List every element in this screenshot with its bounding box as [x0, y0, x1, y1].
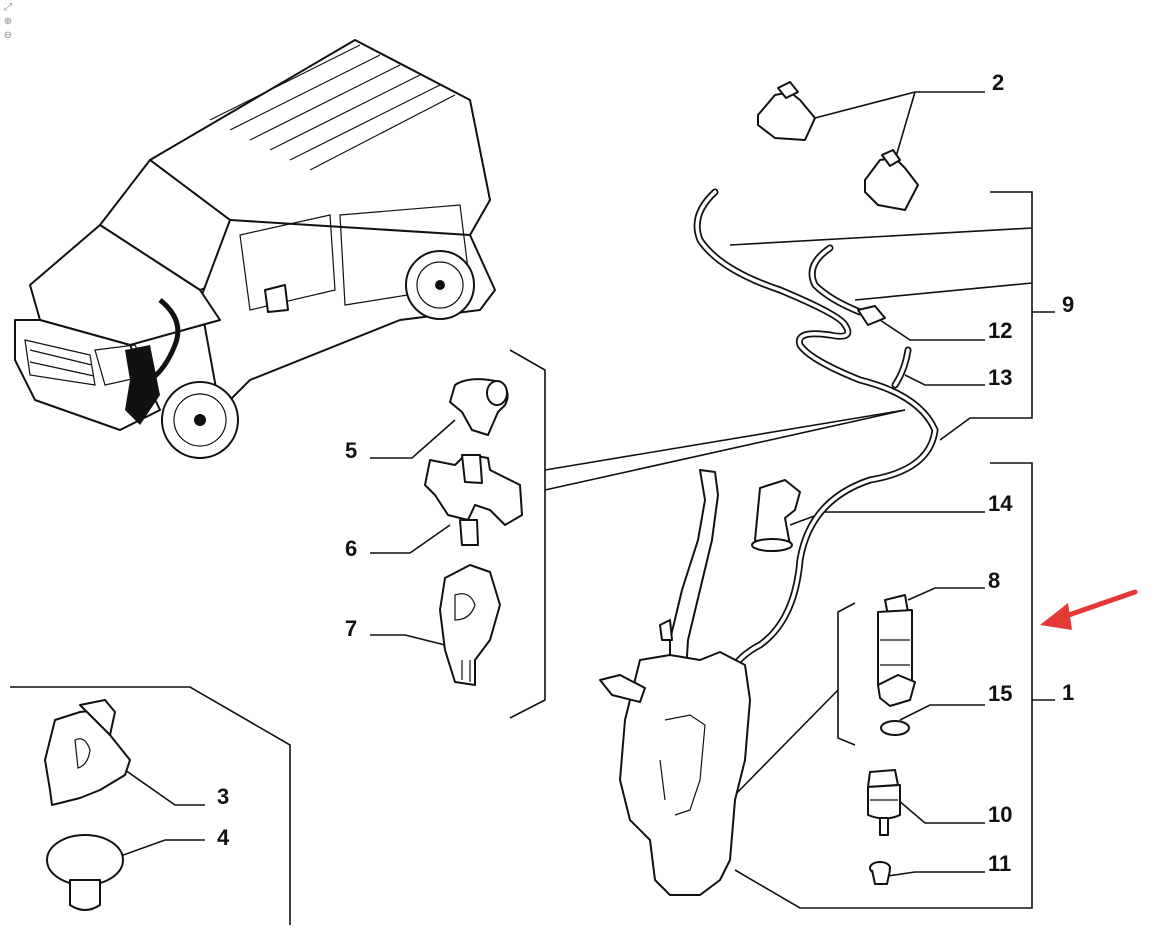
part-6-hose-clamp — [424, 454, 523, 546]
part-3-clamp — [44, 699, 131, 806]
callout-4: 4 — [217, 825, 230, 850]
zoom-toolbar: ⤢ ⊕ ⊖ — [2, 2, 16, 42]
fit-to-screen-icon[interactable]: ⤢ — [4, 2, 12, 13]
callout-11: 11 — [988, 851, 1011, 876]
callout-7: 7 — [345, 616, 357, 641]
part-5-clip — [449, 378, 509, 436]
callout-10: 10 — [988, 802, 1012, 827]
part-10-level-sensor — [867, 769, 901, 836]
part-8-washer-pump — [877, 594, 916, 707]
callout-3: 3 — [217, 784, 229, 809]
washer-hoses — [693, 188, 939, 864]
part-15-o-ring — [880, 720, 910, 736]
part-4-plug — [46, 834, 124, 911]
callout-12: 12 — [988, 318, 1012, 343]
leader-lines — [10, 91, 1055, 925]
callout-1: 1 — [1062, 680, 1074, 705]
part-14-reservoir-cap — [751, 479, 801, 552]
part-13-hose-piece — [891, 346, 912, 389]
callout-2: 2 — [992, 70, 1004, 95]
callout-6: 6 — [345, 536, 357, 561]
callout-5: 5 — [345, 438, 357, 463]
vehicle-illustration — [14, 39, 496, 459]
part-2-washer-nozzle — [757, 81, 919, 211]
callout-labels: 2 9 12 13 5 6 7 14 8 1 15 3 4 10 11 — [217, 70, 1074, 876]
part-1-washer-reservoir — [599, 469, 751, 896]
zoom-in-icon[interactable]: ⊕ — [3, 16, 13, 27]
callout-8: 8 — [988, 568, 1000, 593]
part-12-hose-connector — [857, 305, 886, 326]
highlight-arrow-icon — [1040, 589, 1138, 630]
callout-14: 14 — [988, 491, 1013, 516]
callout-13: 13 — [988, 365, 1012, 390]
callout-9: 9 — [1062, 292, 1074, 317]
callout-15: 15 — [988, 681, 1012, 706]
part-11-grommet — [869, 861, 891, 885]
zoom-out-icon[interactable]: ⊖ — [3, 30, 13, 41]
part-7-bracket-clip — [439, 564, 501, 686]
